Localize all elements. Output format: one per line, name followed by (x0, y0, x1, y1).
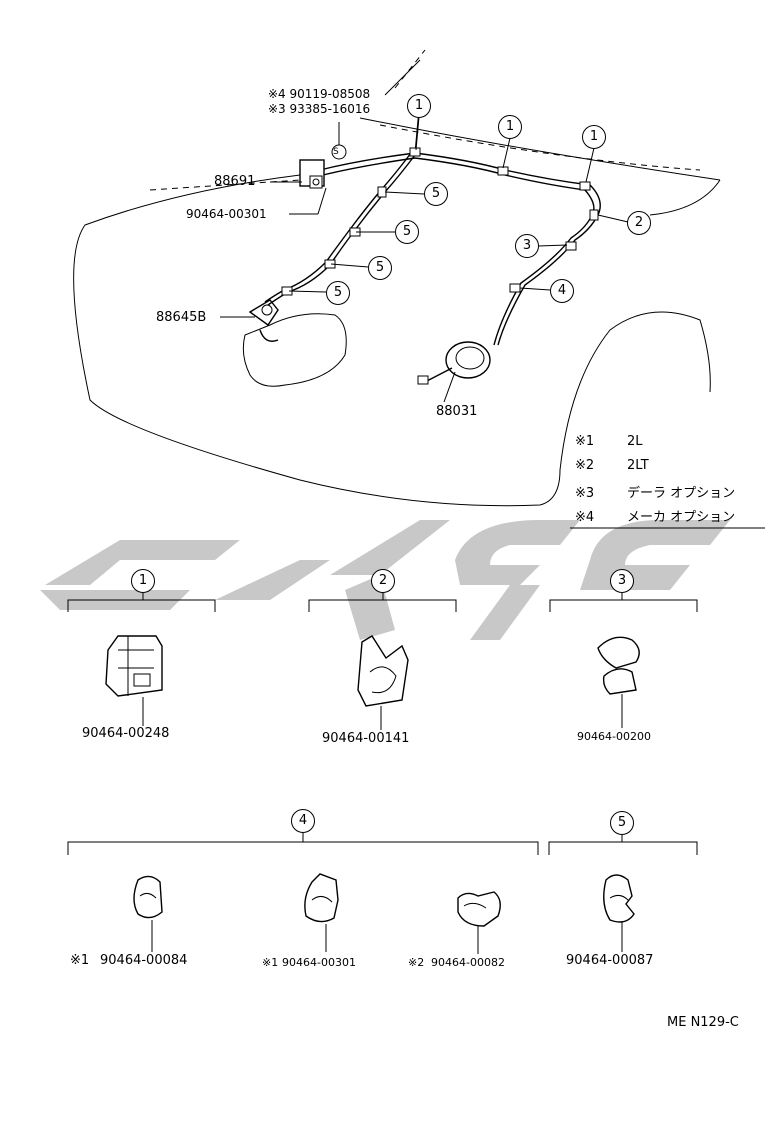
valve-88645b (248, 299, 279, 342)
clip-note-1: ※1 (70, 953, 90, 968)
hose-clips (281, 147, 599, 296)
callout-circle-5: 5 (395, 220, 419, 244)
engine-compartment-outline (73, 49, 721, 507)
group-brackets (67, 593, 698, 855)
callout-circle-1: 1 (582, 125, 606, 149)
clip-90464-00084-drawing (133, 875, 163, 952)
clip-note-1: ※1 (262, 956, 279, 969)
legend-row: ※4 メーカ オプション (575, 506, 735, 525)
part-label-88691: 88691 (214, 174, 256, 189)
callout-circle-5: 5 (368, 256, 392, 280)
group-number-2: 2 (371, 569, 395, 593)
clip-part-label-90464-00200: 90464-00200 (577, 730, 651, 743)
group-number-4: 4 (291, 809, 315, 833)
hose-routing (264, 99, 601, 346)
clip-part-label-90464-00248: 90464-00248 (82, 726, 170, 741)
legend-value: メーカ オプション (627, 510, 736, 525)
clip-note-2: ※2 (408, 956, 425, 969)
legend-row: ※3 デーラ オプション (575, 482, 735, 501)
callout-circle-3: 3 (515, 234, 539, 258)
legend-row: ※2 2LT (575, 458, 649, 473)
symbol-s-label: S (333, 147, 339, 157)
part-label-90464-00301: 90464-00301 (186, 207, 267, 221)
clip-90464-00200-drawing (597, 636, 640, 728)
callout-circle-5: 5 (424, 182, 448, 206)
legend-key: ※4 (575, 510, 595, 525)
clip-90464-00082-drawing (457, 891, 501, 954)
group-number-5: 5 (610, 811, 634, 835)
legend-row: ※1 2L (575, 434, 643, 449)
vacuum-switch-88691 (299, 144, 347, 189)
clip-part-label-90464-00141: 90464-00141 (322, 731, 410, 746)
group-number-1: 1 (131, 569, 155, 593)
clip-90464-00248-drawing (105, 635, 163, 726)
clip-90464-00087-drawing (603, 874, 635, 952)
callout-circle-1: 1 (407, 94, 431, 118)
clip-part-label-90464-00087: 90464-00087 (566, 953, 654, 968)
legend-key: ※2 (575, 458, 595, 473)
callout-circle-2: 2 (627, 211, 651, 235)
legend-value: 2LT (627, 458, 649, 473)
clip-90464-00301-drawing (304, 873, 339, 952)
part-label-88031: 88031 (436, 404, 478, 419)
clip-part-label-90464-00084: 90464-00084 (100, 953, 188, 968)
legend-value: デーラ オプション (627, 486, 736, 501)
note-3-part-number: ※3 93385-16016 (268, 102, 371, 116)
callout-circle-1: 1 (498, 115, 522, 139)
note-4-part-number: ※4 90119-08508 (268, 87, 371, 101)
clip-90464-00141-drawing (357, 635, 409, 730)
drawing-code: ME N129-C (667, 1015, 739, 1030)
legend-key: ※3 (575, 486, 595, 501)
leader-lines (220, 116, 629, 403)
clip-part-label-90464-00301: 90464-00301 (282, 956, 356, 969)
actuator-88031 (417, 341, 491, 385)
legend-key: ※1 (575, 434, 595, 449)
legend-value: 2L (627, 434, 643, 449)
callout-circle-5: 5 (326, 281, 350, 305)
callout-circle-4: 4 (550, 279, 574, 303)
clip-part-label-90464-00082: 90464-00082 (431, 956, 505, 969)
group-number-3: 3 (610, 569, 634, 593)
part-label-88645b: 88645B (156, 310, 207, 325)
